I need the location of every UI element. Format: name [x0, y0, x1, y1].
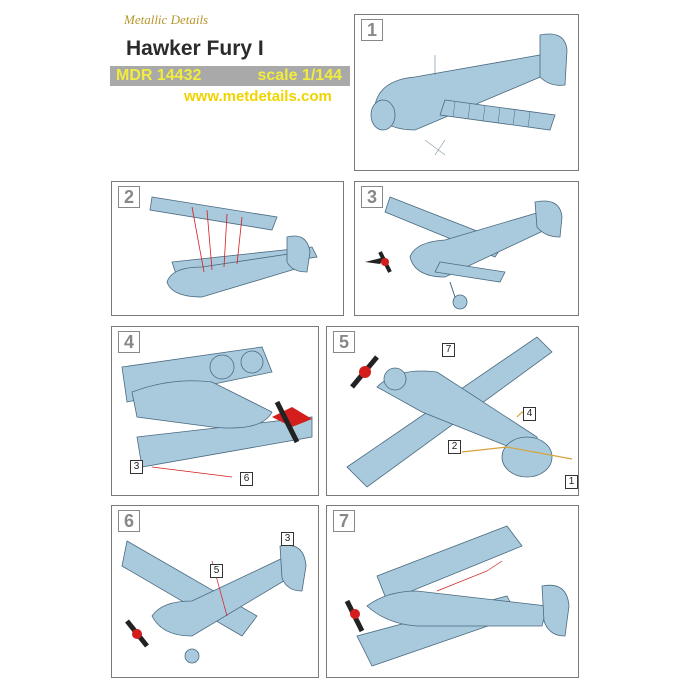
step-3-illustration [365, 196, 563, 310]
step-panel-6: 6 5 3 [111, 505, 319, 678]
step-7-illustration [344, 525, 570, 667]
step-5-illustration [346, 336, 573, 488]
step-panel-5: 5 7 4 2 1 [326, 326, 579, 496]
callout-3: 3 [130, 460, 143, 474]
step-panel-7: 7 [326, 505, 579, 678]
header: Metallic Details Hawker Fury I MDR 14432… [110, 10, 350, 110]
kit-title: Hawker Fury I [126, 37, 264, 60]
step-number-3: 3 [361, 186, 383, 208]
step-panel-2: 2 [111, 181, 344, 316]
callout-7: 7 [442, 343, 455, 357]
callout-1: 1 [565, 475, 578, 489]
website-link[interactable]: www.metdetails.com [184, 88, 332, 105]
callout-6: 6 [240, 472, 253, 486]
step-1-illustration [370, 33, 568, 156]
brand-logo: Metallic Details [124, 12, 209, 27]
step-number-6: 6 [118, 510, 140, 532]
step-number-2: 2 [118, 186, 140, 208]
callout-2: 2 [448, 440, 461, 454]
callout-5: 5 [210, 564, 223, 578]
step-4-illustration [121, 346, 313, 478]
callout-3: 3 [281, 532, 294, 546]
step-panel-4: 4 3 6 [111, 326, 319, 496]
step-panel-1: 1 [354, 14, 579, 171]
step-number-4: 4 [118, 331, 140, 353]
step-panel-3: 3 [354, 181, 579, 316]
step-2-illustration [149, 196, 318, 298]
scale-label: scale 1/144 [257, 67, 342, 84]
info-bar: MDR 14432 scale 1/144 [110, 66, 350, 86]
product-code: MDR 14432 [116, 67, 202, 84]
callout-4: 4 [523, 407, 536, 421]
step-number-1: 1 [361, 19, 383, 41]
step-number-5: 5 [333, 331, 355, 353]
step-6-illustration [121, 540, 307, 664]
step-number-7: 7 [333, 510, 355, 532]
